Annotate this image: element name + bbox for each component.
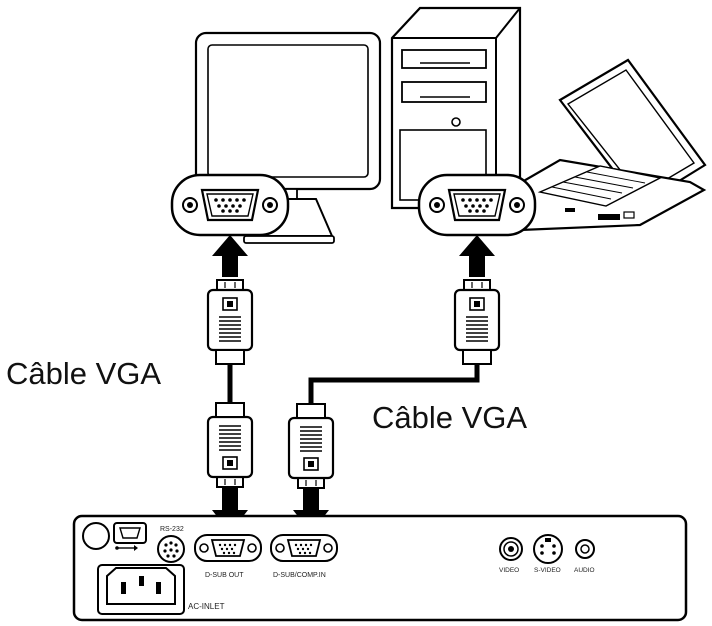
dsub-comp-in-label: D-SUB/COMP.IN [273, 572, 326, 579]
svideo-label: S-VIDEO [534, 567, 561, 574]
video-port [499, 537, 523, 561]
usb-icon [115, 545, 138, 551]
rs232-port [157, 535, 185, 563]
cable-label-right: Câble VGA [372, 400, 528, 435]
ac-inlet-label: AC-INLET [188, 602, 225, 611]
ac-inlet-socket [97, 564, 185, 615]
arrow-up-icon [212, 235, 248, 277]
arrow-down-icon [212, 488, 248, 533]
arrow-down-icon [293, 488, 329, 533]
monitor-vga-port-icon [170, 173, 290, 237]
usb-port [113, 522, 147, 544]
cable-label-left: Câble VGA [6, 356, 162, 391]
video-label: VIDEO [499, 567, 519, 574]
computer-vga-port-icon [417, 173, 537, 237]
monitor-icon [194, 31, 382, 244]
panel-round-button [82, 522, 110, 550]
rs232-label: RS-232 [160, 526, 184, 533]
vga-plug-icon [453, 278, 501, 366]
dsub-out-label: D-SUB OUT [205, 572, 244, 579]
arrow-up-icon [459, 235, 495, 277]
vga-plug-icon [206, 278, 254, 366]
audio-port [575, 539, 595, 559]
dsub-out-port [194, 534, 262, 562]
desktop-tower-icon [390, 6, 522, 210]
vga-plug-icon [206, 401, 254, 489]
svideo-port [533, 534, 563, 564]
audio-label: AUDIO [574, 567, 595, 574]
dsub-comp-in-port [270, 534, 338, 562]
vga-plug-icon [287, 402, 335, 490]
